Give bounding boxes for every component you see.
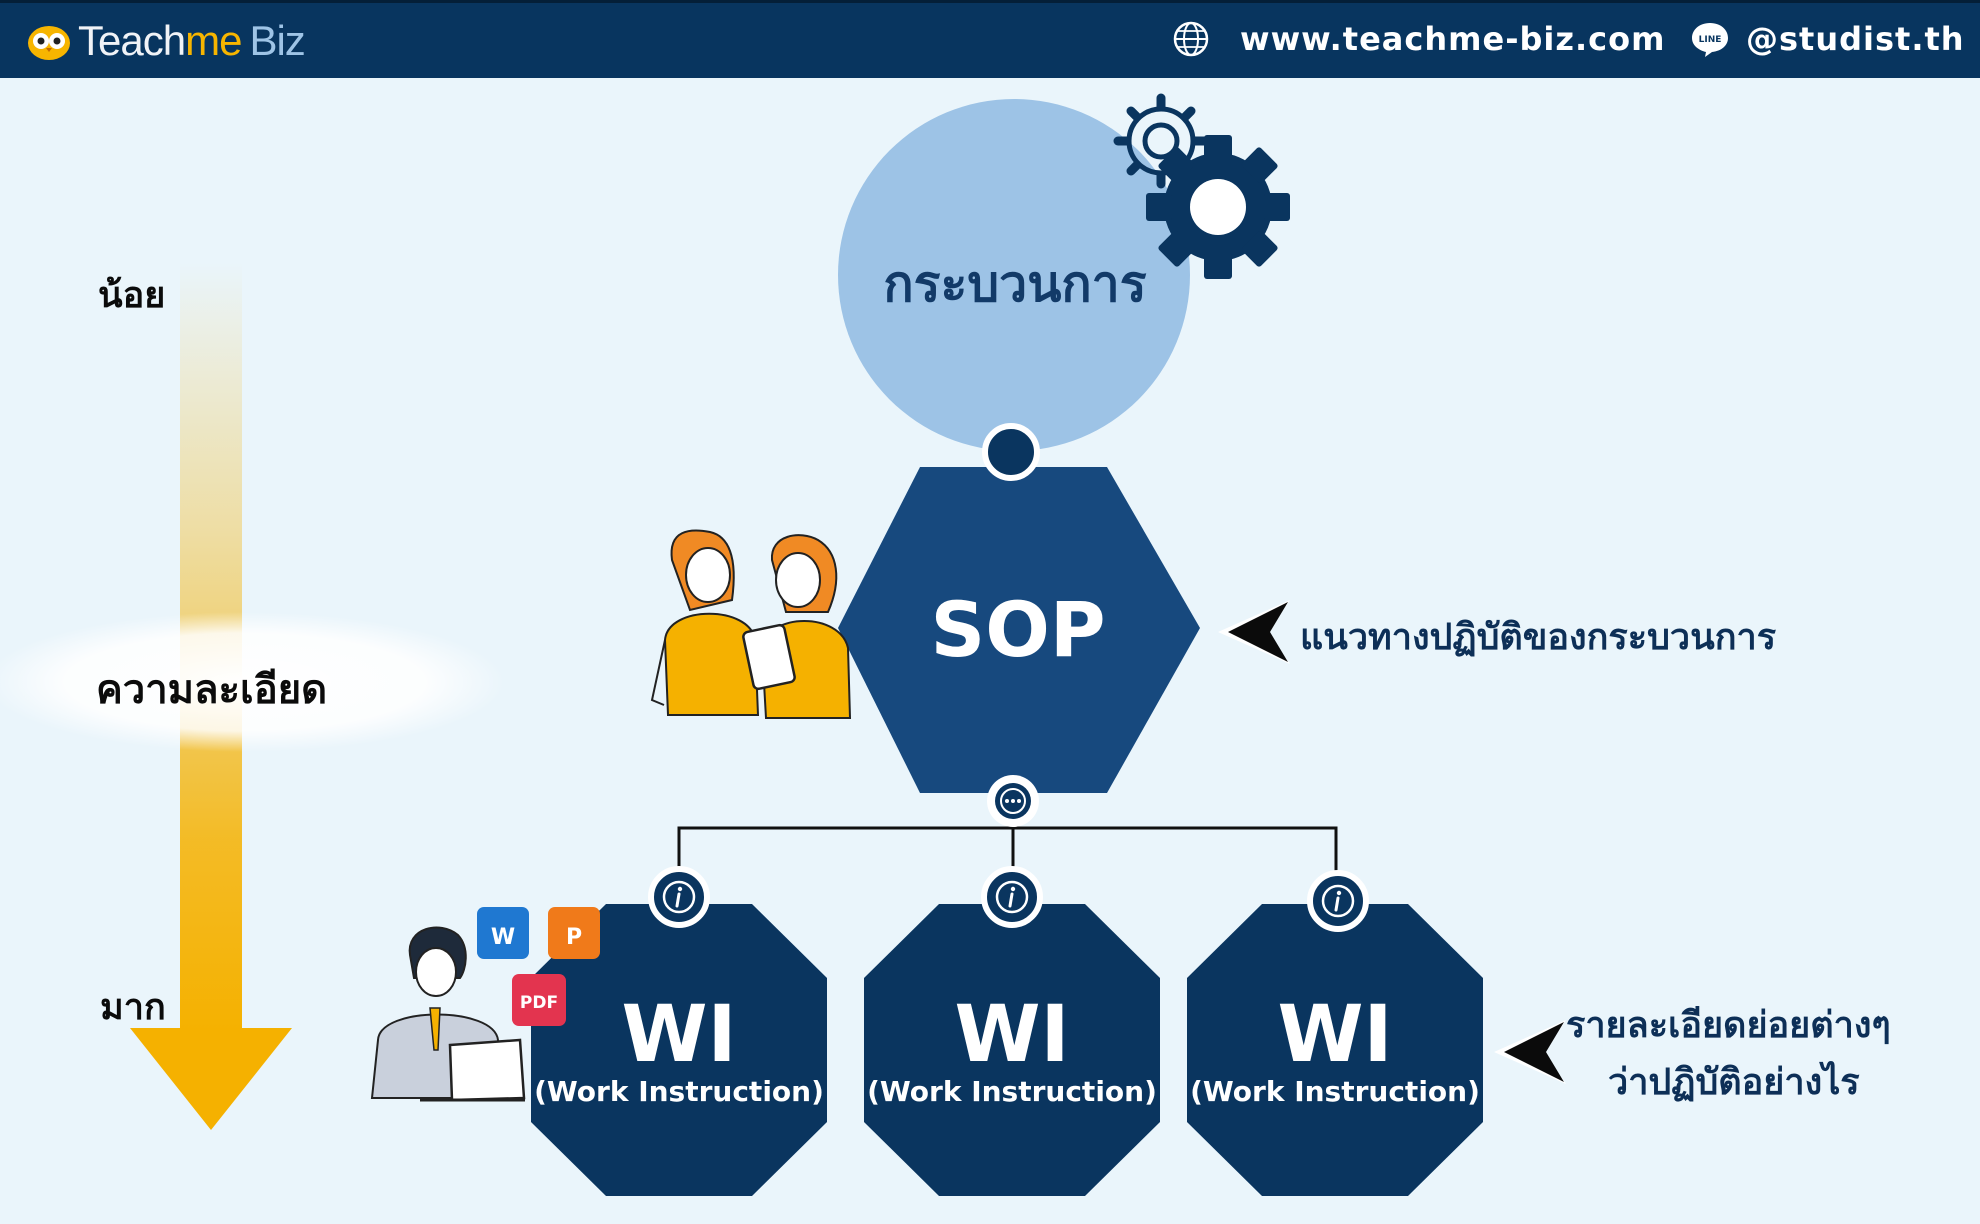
team-women-illustration: [650, 529, 852, 719]
ppt-badge-label: P: [566, 925, 582, 950]
sop-hexagon[interactable]: [838, 467, 1200, 793]
globe-icon: [1173, 21, 1209, 57]
info-icon[interactable]: [981, 866, 1043, 928]
scale-title: ความละเอียด: [96, 667, 328, 713]
wi-description-line1: รายละเอียดย่อยต่างๆ: [1566, 1005, 1891, 1046]
wi-octagon-1[interactable]: [531, 904, 827, 1196]
word-file-icon: W: [477, 907, 529, 959]
wi-description-line2: ว่าปฏิบัติอย่างไร: [1608, 1062, 1860, 1103]
website-url: www.teachme-biz.com: [1240, 20, 1666, 58]
website-link[interactable]: www.teachme-biz.com: [1172, 20, 1665, 58]
detail-scale-arrow: [0, 262, 505, 1130]
info-icon[interactable]: [1307, 870, 1369, 932]
wi-sub-3: (Work Instruction): [1190, 1075, 1480, 1108]
more-options-icon[interactable]: [987, 775, 1039, 827]
process-sop-joint: [982, 423, 1040, 481]
sop-label: SOP: [930, 585, 1106, 674]
scale-low-label: น้อย: [98, 275, 166, 316]
sop-callout-arrow-icon: [1218, 600, 1290, 664]
scale-arrow-head: [130, 1028, 292, 1130]
wi-octagon-2[interactable]: [864, 904, 1160, 1196]
wi-octagon-3[interactable]: [1187, 904, 1483, 1196]
line-handle: @studist.th: [1746, 20, 1965, 58]
wi-callout-arrow-icon: [1494, 1020, 1566, 1084]
wi-label-2: WI: [954, 990, 1070, 1080]
line-chat-icon: LINE: [1692, 23, 1728, 57]
scale-high-label: มาก: [100, 987, 166, 1028]
line-badge-text: LINE: [1699, 35, 1722, 45]
process-circle[interactable]: [838, 99, 1190, 451]
wi-sub-1: (Work Instruction): [534, 1075, 824, 1108]
sop-description: แนวทางปฏิบัติของกระบวนการ: [1300, 617, 1777, 658]
large-gear-icon: [1146, 135, 1290, 279]
owl-icon: [28, 26, 70, 60]
pdf-file-icon: PDF: [512, 974, 566, 1026]
wi-sub-2: (Work Instruction): [867, 1075, 1157, 1108]
scale-label-glow: [0, 612, 505, 752]
process-label: กระบวนการ: [883, 255, 1147, 313]
line-account-link[interactable]: LINE @studist.th: [1690, 20, 1965, 58]
info-icon[interactable]: [648, 866, 710, 928]
powerpoint-file-icon: P: [548, 907, 600, 959]
word-badge-label: W: [491, 925, 515, 950]
wi-label-1: WI: [621, 990, 737, 1080]
pdf-badge-label: PDF: [520, 993, 558, 1013]
wi-label-3: WI: [1277, 990, 1393, 1080]
worker-laptop-illustration: [370, 926, 526, 1102]
wi-branch-line: [677, 826, 1338, 898]
